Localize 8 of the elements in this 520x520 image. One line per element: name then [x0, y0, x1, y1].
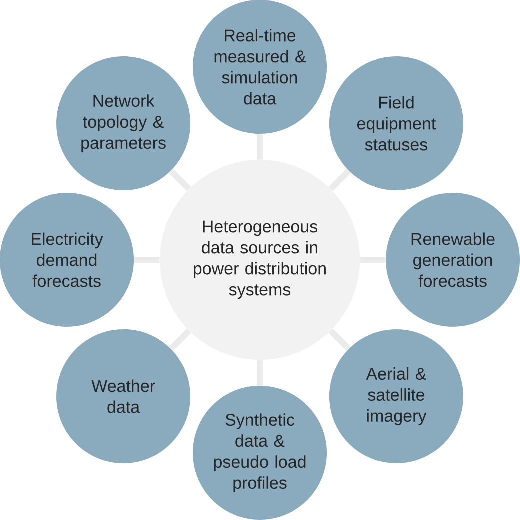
connector-line	[134, 257, 160, 263]
connector-line	[328, 168, 352, 192]
connector-line	[328, 328, 352, 352]
connector-line	[168, 168, 192, 192]
connector-line	[360, 257, 386, 263]
connector-line	[168, 328, 192, 352]
connector-line	[257, 134, 263, 160]
connector-line	[257, 360, 263, 386]
